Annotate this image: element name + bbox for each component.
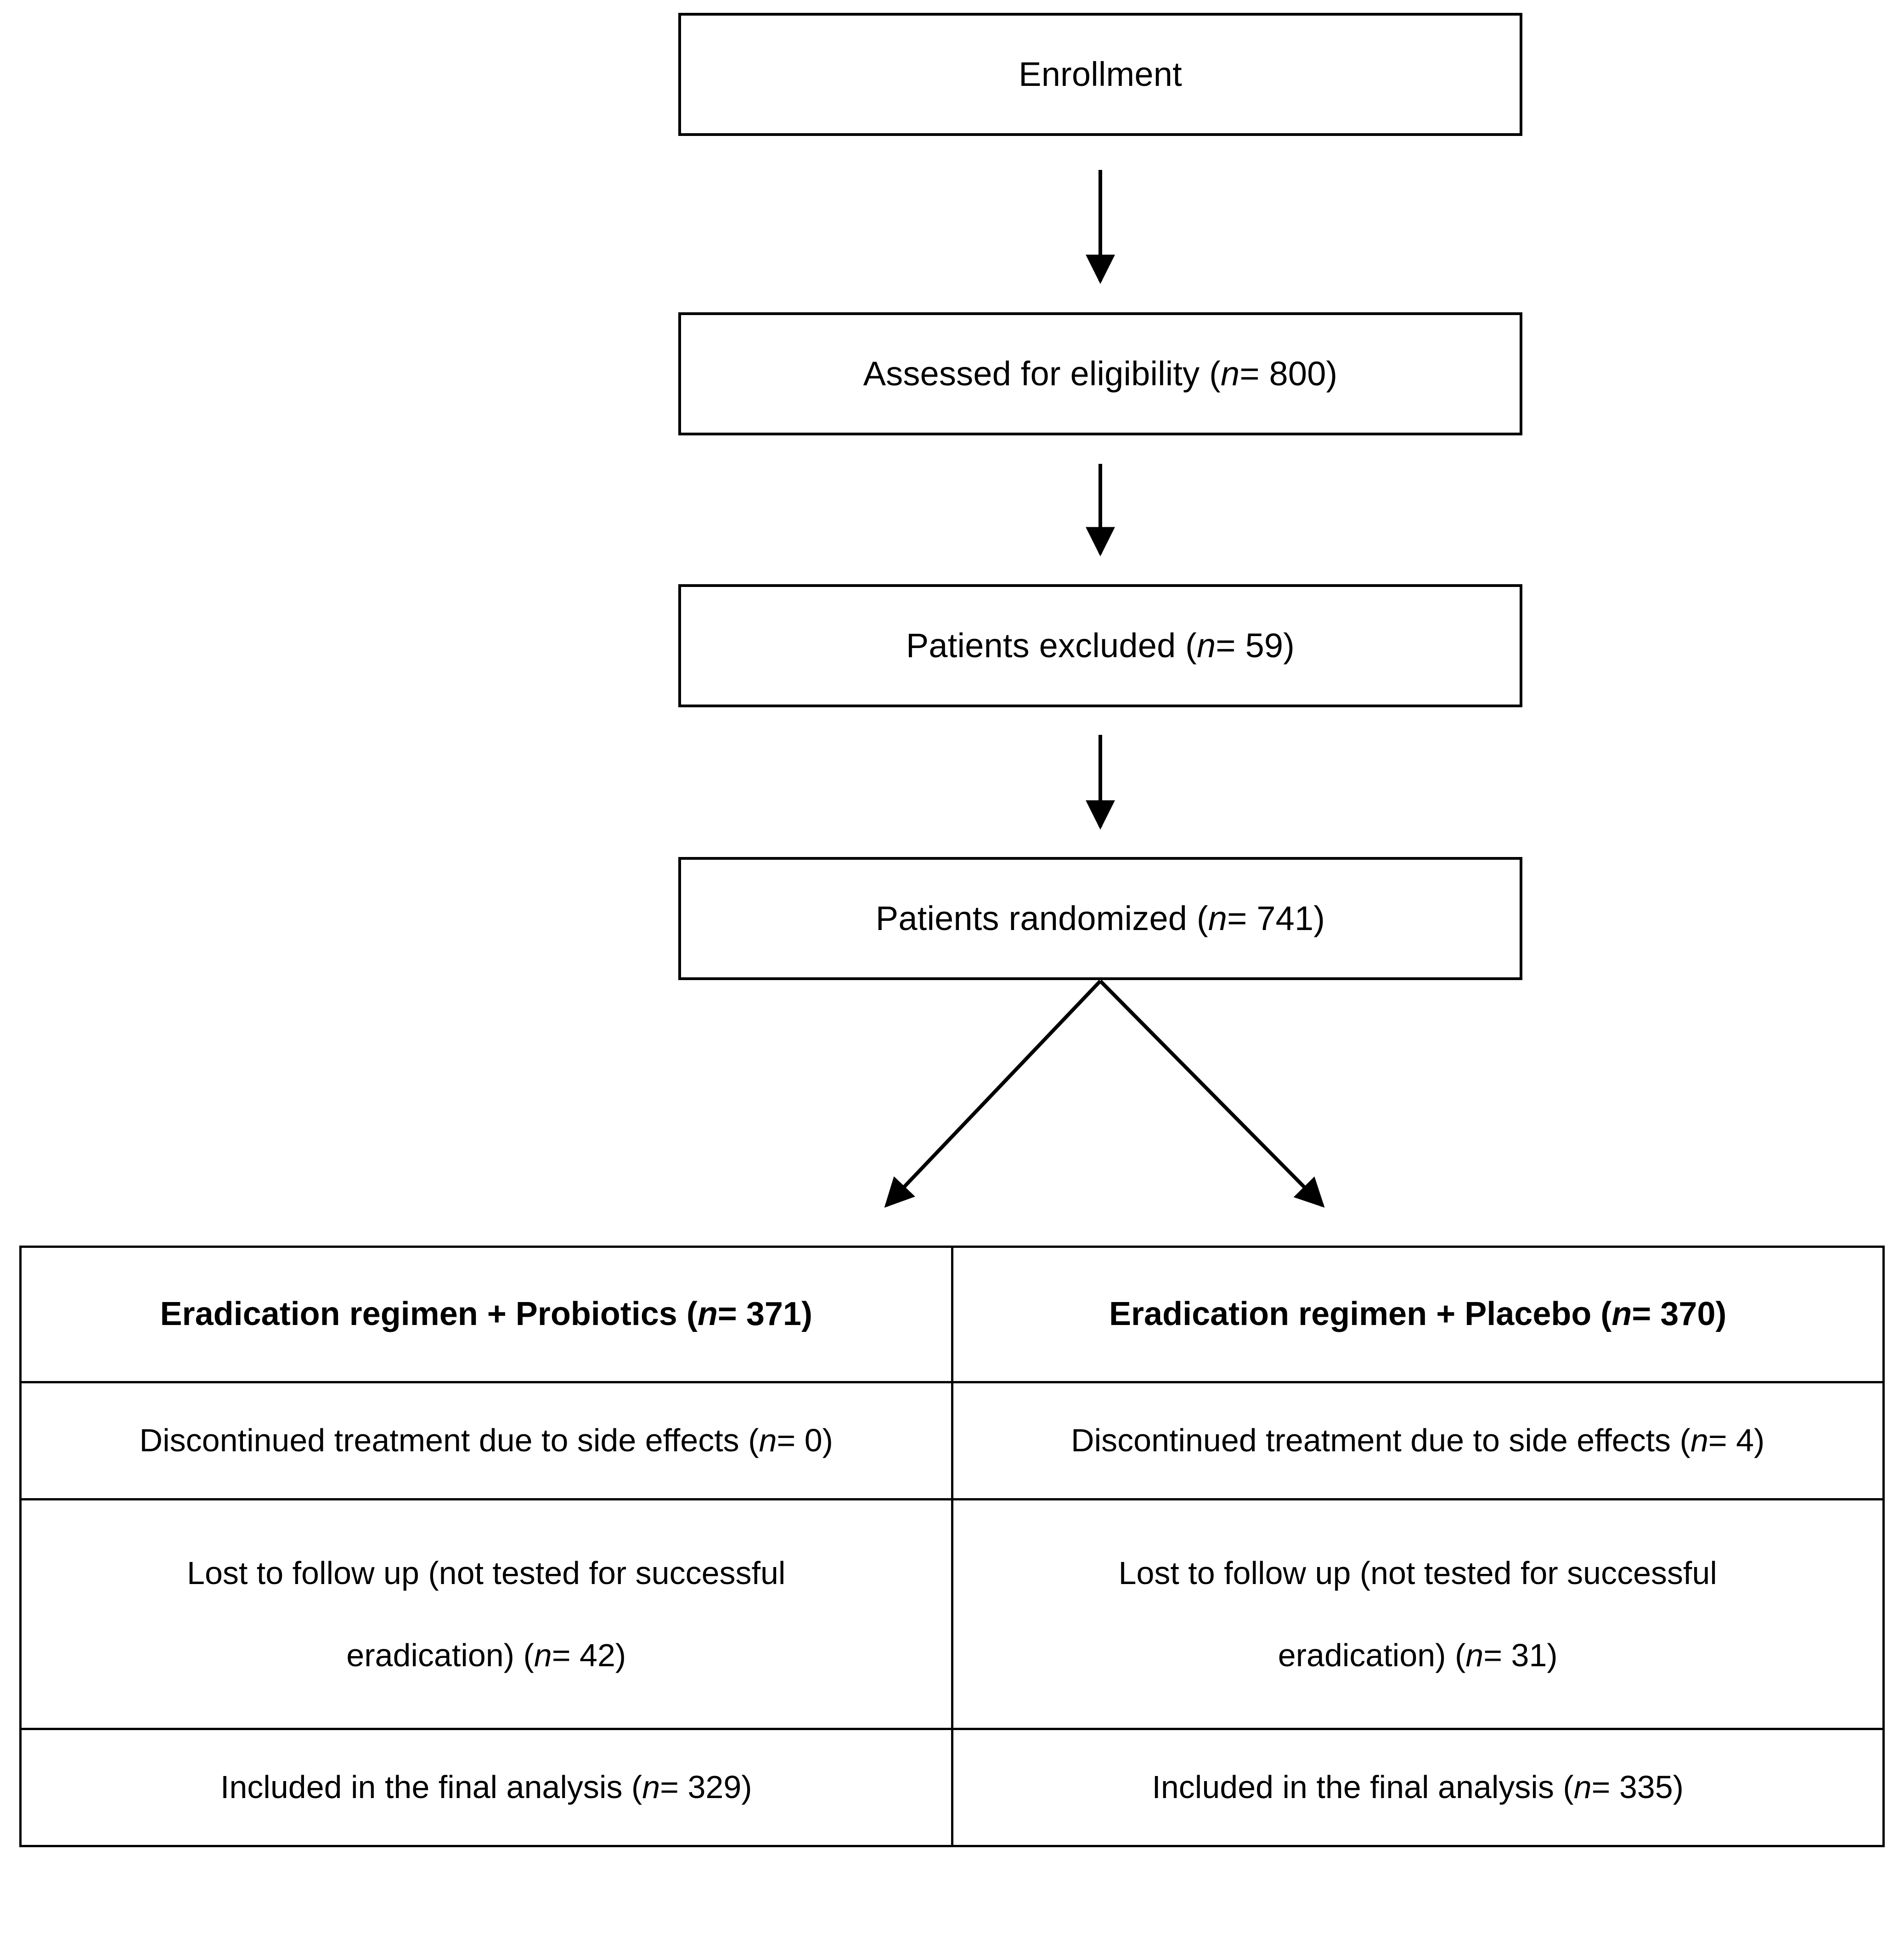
cell-probiotics-lost: Lost to follow up (not tested for succes… xyxy=(19,1498,953,1730)
cell-placebo-lost-line1: Lost to follow up (not tested for succes… xyxy=(1118,1555,1717,1591)
arm-header-probiotics-count: = 371) xyxy=(717,1296,812,1333)
cell-probiotics-discontinued-text: Discontinued treatment due to side effec… xyxy=(139,1422,759,1459)
n-symbol: n xyxy=(1573,1769,1592,1805)
flow-node-assessed-label: Assessed for eligibility (n= 800) xyxy=(863,353,1338,395)
n-symbol: n xyxy=(1208,899,1228,937)
cell-probiotics-lost-line1: Lost to follow up (not tested for succes… xyxy=(187,1555,786,1591)
flow-node-assessed-count: = 800) xyxy=(1239,354,1338,393)
n-symbol: n xyxy=(1690,1422,1708,1459)
flow-node-excluded-label: Patients excluded (n= 59) xyxy=(906,625,1295,667)
cell-placebo-final-count: = 335) xyxy=(1591,1769,1684,1805)
arrow-randomized-to-probiotics xyxy=(884,980,1102,1208)
n-symbol: n xyxy=(642,1769,660,1805)
cell-placebo-discontinued-count: = 4) xyxy=(1708,1422,1765,1459)
flow-node-randomized-label: Patients randomized (n= 741) xyxy=(876,897,1325,940)
flow-node-excluded: Patients excluded (n= 59) xyxy=(678,584,1522,707)
arm-header-placebo-count: = 370) xyxy=(1632,1296,1727,1333)
n-symbol: n xyxy=(1465,1637,1484,1673)
flow-node-randomized: Patients randomized (n= 741) xyxy=(678,857,1522,980)
table-row-arm-headers: Eradication regimen + Probiotics (n= 371… xyxy=(19,1246,1885,1383)
flow-node-excluded-text: Patients excluded ( xyxy=(906,626,1197,665)
table-row-lost-to-followup: Lost to follow up (not tested for succes… xyxy=(19,1498,1885,1730)
flow-node-excluded-count: = 59) xyxy=(1216,626,1295,665)
flow-node-enrollment-label: Enrollment xyxy=(1019,55,1182,93)
n-symbol: n xyxy=(1197,626,1216,665)
cell-probiotics-final-count: = 329) xyxy=(660,1769,752,1805)
flow-node-randomized-text: Patients randomized ( xyxy=(875,899,1208,937)
cell-probiotics-lost-line2: eradication) ( xyxy=(346,1637,534,1673)
n-symbol: n xyxy=(1611,1296,1632,1333)
arm-header-placebo: Eradication regimen + Placebo (n= 370) xyxy=(951,1246,1885,1383)
flow-node-assessed-text: Assessed for eligibility ( xyxy=(863,354,1221,393)
cell-probiotics-final-text: Included in the final analysis ( xyxy=(220,1769,642,1805)
cell-probiotics-final: Included in the final analysis (n= 329) xyxy=(19,1728,953,1847)
n-symbol: n xyxy=(759,1422,777,1459)
flow-node-randomized-count: = 741) xyxy=(1227,899,1325,937)
cell-placebo-lost-line2: eradication) ( xyxy=(1278,1637,1466,1673)
n-symbol: n xyxy=(697,1296,718,1333)
table-row-discontinued: Discontinued treatment due to side effec… xyxy=(19,1381,1885,1500)
flow-node-assessed: Assessed for eligibility (n= 800) xyxy=(678,312,1522,435)
arrow-randomized-to-placebo xyxy=(1099,980,1325,1208)
cell-probiotics-discontinued-count: = 0) xyxy=(777,1422,833,1459)
cell-probiotics-lost-count: = 42) xyxy=(552,1637,626,1673)
cell-placebo-lost: Lost to follow up (not tested for succes… xyxy=(951,1498,1885,1730)
cell-placebo-lost-count: = 31) xyxy=(1483,1637,1558,1673)
arm-header-probiotics-text: Eradication regimen + Probiotics ( xyxy=(160,1296,698,1333)
cell-placebo-final: Included in the final analysis (n= 335) xyxy=(951,1728,1885,1847)
flow-node-enrollment: Enrollment xyxy=(678,13,1522,136)
cell-placebo-final-text: Included in the final analysis ( xyxy=(1152,1769,1574,1805)
arm-header-probiotics: Eradication regimen + Probiotics (n= 371… xyxy=(19,1246,953,1383)
cell-placebo-discontinued-text: Discontinued treatment due to side effec… xyxy=(1071,1422,1690,1459)
n-symbol: n xyxy=(1220,354,1240,393)
arm-header-placebo-text: Eradication regimen + Placebo ( xyxy=(1109,1296,1612,1333)
n-symbol: n xyxy=(534,1637,552,1673)
cell-probiotics-discontinued: Discontinued treatment due to side effec… xyxy=(19,1381,953,1500)
arm-outcome-table: Eradication regimen + Probiotics (n= 371… xyxy=(19,1246,1885,1847)
cell-placebo-discontinued: Discontinued treatment due to side effec… xyxy=(951,1381,1885,1500)
table-row-final-analysis: Included in the final analysis (n= 329) … xyxy=(19,1728,1885,1847)
